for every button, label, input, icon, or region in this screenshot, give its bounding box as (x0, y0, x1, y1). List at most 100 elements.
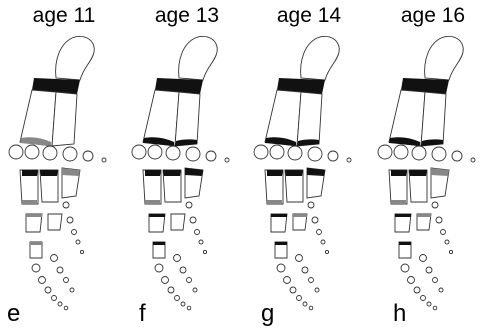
distal-bone (51, 255, 58, 262)
distal-bone (290, 287, 296, 293)
distal-bone (317, 230, 322, 235)
pedal-skeleton-diagram (127, 0, 247, 330)
metatarsal-band (26, 214, 42, 217)
distal-bone (277, 264, 285, 272)
distal-bone (441, 230, 446, 235)
long-bone-right (297, 92, 322, 146)
sesamoid-bone (225, 158, 229, 162)
distal-bone (64, 278, 69, 283)
panel-f: age 13 f (127, 0, 247, 330)
sesamoid-bone (471, 158, 475, 162)
phalanx-band (153, 242, 165, 245)
distal-bone (187, 278, 192, 283)
tarsal-band-lower (267, 200, 282, 204)
tarsal-band-lower (22, 200, 37, 204)
tarsal-band-lower (391, 200, 406, 204)
metatarsal (171, 214, 185, 230)
tarsal-band (62, 168, 80, 176)
distal-bone (193, 288, 197, 292)
distal-bone (321, 240, 325, 244)
panel-e: age 11 e (4, 0, 124, 330)
carpal-bone (132, 145, 146, 159)
tarsal-band (391, 170, 407, 176)
distal-bone (432, 202, 438, 208)
distal-bone (309, 278, 314, 283)
distal-bone (58, 302, 62, 306)
distal-bone (155, 264, 163, 272)
upper-bone (56, 36, 95, 80)
distal-bone (401, 264, 409, 272)
distal-bone (303, 302, 307, 306)
distal-bone (39, 277, 46, 284)
distal-bone (175, 296, 180, 301)
panel-letter: f (139, 300, 146, 328)
distal-bone (445, 240, 449, 244)
carpal-bone (452, 151, 462, 161)
distal-bone (284, 277, 291, 284)
tarsal-band-lower (145, 200, 160, 204)
long-bone-right (52, 92, 77, 146)
distal-bone (203, 250, 206, 253)
distal-bone (67, 217, 73, 223)
distal-bone (315, 288, 319, 292)
phalanx-band (275, 242, 287, 245)
tarsal-band (22, 170, 38, 176)
pedal-skeleton-diagram (249, 0, 369, 330)
distal-bone (57, 267, 63, 273)
distal-bone (309, 306, 313, 310)
distal-bone (433, 278, 438, 283)
metatarsal-band (271, 214, 287, 217)
distal-bone (80, 250, 83, 253)
distal-bone (421, 296, 426, 301)
distal-bone (414, 287, 420, 293)
carpal-bone (25, 145, 39, 159)
panel-h: age 16 h (373, 0, 482, 330)
carpal-bone (308, 147, 322, 161)
tarsal-band (431, 168, 449, 176)
tarsal-band (185, 168, 203, 176)
distal-bone (439, 288, 443, 292)
long-bone-right (175, 92, 200, 146)
phalanx-band (30, 242, 42, 245)
carpal-bone (83, 151, 93, 161)
panel-letter: h (393, 300, 406, 328)
distal-bone (199, 240, 203, 244)
distal-bone (308, 202, 314, 208)
tarsal-band (409, 170, 427, 176)
distal-bone (312, 217, 318, 223)
distal-bone (76, 240, 80, 244)
distal-bone (296, 255, 303, 262)
panel-g: age 14 g (249, 0, 369, 330)
carpal-bone (288, 146, 302, 160)
phalanx-band (399, 242, 411, 245)
metatarsal (48, 214, 62, 230)
distal-bone (433, 306, 437, 310)
distal-bone (302, 267, 308, 273)
distal-bone (436, 217, 442, 223)
carpal-bone (270, 145, 284, 159)
carpal-bone (148, 145, 162, 159)
metatarsal-band (293, 214, 307, 217)
upper-bone (179, 36, 218, 80)
carpal-bone (432, 147, 446, 161)
pedal-skeleton-diagram (373, 0, 482, 330)
carpal-bone (254, 145, 268, 159)
carpal-bone (412, 146, 426, 160)
distal-bone (190, 217, 196, 223)
tarsal-band (145, 170, 161, 176)
carpal-bone (166, 146, 180, 160)
panel-letter: g (261, 300, 274, 328)
metatarsal-band (149, 214, 165, 217)
distal-bone (181, 302, 185, 306)
tarsal-band (285, 170, 303, 176)
carpal-bone (43, 146, 57, 160)
metatarsal-band (395, 214, 411, 217)
carpal-bone (328, 151, 338, 161)
distal-bone (174, 255, 181, 262)
pedal-skeleton-diagram (4, 0, 124, 330)
distal-bone (162, 277, 169, 284)
upper-bone (425, 36, 464, 80)
tarsal-band (163, 170, 181, 176)
carpal-bone (63, 147, 77, 161)
